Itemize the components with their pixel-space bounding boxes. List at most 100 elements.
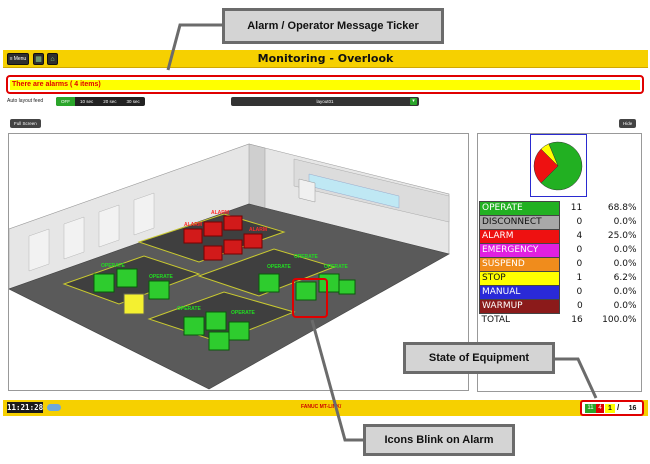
layout-select-value: layout01 bbox=[316, 99, 334, 104]
machine-label: OPERATE bbox=[149, 274, 173, 280]
pie-slice-stop bbox=[540, 143, 559, 167]
total-name: TOTAL bbox=[479, 313, 559, 327]
state-operate-count: 11 bbox=[585, 404, 596, 413]
status-count: 0 bbox=[576, 245, 583, 255]
machine-label: ALARM bbox=[249, 227, 267, 233]
feed-option-off[interactable]: OFF bbox=[56, 97, 75, 106]
home-icon: ⌂ bbox=[50, 55, 55, 63]
status-percent: 25.0% bbox=[607, 231, 637, 241]
state-total-count: 16 bbox=[626, 404, 639, 413]
auto-layout-feed-label: Auto layout feed bbox=[7, 98, 44, 104]
menu-icon: ≡ bbox=[9, 56, 13, 62]
menu-button-label: Menu bbox=[13, 56, 27, 62]
status-count: 0 bbox=[576, 259, 583, 269]
machine-label: OPERATE bbox=[267, 264, 291, 270]
machine-label: ALARM bbox=[211, 210, 229, 216]
machine-label: OPERATE bbox=[231, 310, 255, 316]
machine-label: OPERATE bbox=[324, 264, 348, 270]
brand-label: FANUC MT-LINK/ bbox=[301, 404, 342, 410]
state-alarm-count: 4 bbox=[596, 404, 604, 413]
state-callout-text: State of Equipment bbox=[428, 352, 530, 364]
connection-icon bbox=[47, 404, 61, 411]
status-percent: 0.0% bbox=[613, 287, 637, 297]
grid-icon: ▦ bbox=[35, 56, 42, 63]
feed-option-30[interactable]: 30 sec bbox=[126, 99, 140, 104]
alarm-machines bbox=[183, 215, 263, 261]
state-separator: / bbox=[617, 403, 620, 412]
wall-corner bbox=[248, 143, 266, 209]
status-percent: 0.0% bbox=[613, 301, 637, 311]
stop-machine bbox=[123, 293, 145, 315]
machine-label: ALARM bbox=[184, 222, 202, 228]
page-title: Monitoring - Overlook bbox=[257, 52, 394, 65]
status-row-stop: STOP 1 6.2% bbox=[479, 271, 639, 286]
home-button[interactable]: ⌂ bbox=[47, 53, 58, 65]
hide-button[interactable]: Hide bbox=[619, 119, 637, 128]
ticker-message: There are alarms ( 4 items) bbox=[10, 80, 640, 90]
zone-b bbox=[197, 248, 336, 297]
bottom-bar: 11:21:28 FANUC MT-LINK/ bbox=[3, 400, 648, 416]
machine-label: OPERATE bbox=[177, 306, 201, 312]
wall-panel bbox=[28, 228, 50, 272]
status-percent: 0.0% bbox=[613, 259, 637, 269]
status-name: SUSPEND bbox=[479, 257, 560, 272]
feed-option-10[interactable]: 10 sec bbox=[80, 99, 94, 104]
pie-slice-alarm bbox=[533, 148, 559, 184]
pie-svg bbox=[533, 141, 583, 191]
state-callout: State of Equipment bbox=[403, 342, 555, 374]
full-screen-button[interactable]: Full Screen bbox=[10, 119, 41, 128]
status-row-total: TOTAL 16 100.0% bbox=[479, 313, 639, 327]
blink-callout-text: Icons Blink on Alarm bbox=[384, 434, 494, 446]
feed-option-20[interactable]: 20 sec bbox=[103, 99, 117, 104]
wall-panel bbox=[98, 204, 120, 248]
pie-slice-operate bbox=[540, 141, 583, 191]
blink-highlight bbox=[292, 278, 328, 318]
zone-alarm bbox=[137, 213, 286, 263]
chevron-down-icon[interactable]: ▾ bbox=[410, 98, 417, 105]
machine-label: OPERATE bbox=[101, 263, 125, 269]
factory-floor-svg: OPERATE OPERATE OPERATE OPERATE OPERATE … bbox=[9, 143, 450, 390]
status-count: 4 bbox=[576, 231, 583, 241]
menu-button[interactable]: ≡ Menu bbox=[7, 53, 29, 65]
factory-floor-view: OPERATE OPERATE OPERATE OPERATE OPERATE … bbox=[8, 133, 469, 391]
status-count: 0 bbox=[576, 287, 583, 297]
status-percent: 6.2% bbox=[613, 273, 637, 283]
status-row-warmup: WARMUP 0 0.0% bbox=[479, 299, 639, 314]
layout-select[interactable]: layout01 ▾ bbox=[231, 97, 419, 106]
status-row-disconnect: DISCONNECT 0 0.0% bbox=[479, 215, 639, 230]
door bbox=[298, 178, 316, 203]
status-row-alarm: ALARM 4 25.0% bbox=[479, 229, 639, 244]
status-count: 0 bbox=[576, 217, 583, 227]
status-percent: 0.0% bbox=[613, 217, 637, 227]
wall-panel bbox=[133, 192, 155, 236]
status-name: ALARM bbox=[479, 229, 560, 244]
auto-layout-feed-options: OFF 10 sec 20 sec 30 sec bbox=[56, 97, 145, 106]
status-name: STOP bbox=[479, 271, 560, 286]
ticker-callout-text: Alarm / Operator Message Ticker bbox=[247, 20, 419, 32]
total-pct: 100.0% bbox=[602, 314, 637, 325]
status-name: DISCONNECT bbox=[479, 215, 560, 230]
clock: 11:21:28 bbox=[7, 402, 44, 413]
state-of-equipment-summary[interactable]: 11 4 1 / 16 bbox=[580, 400, 644, 416]
ticker-callout: Alarm / Operator Message Ticker bbox=[222, 8, 444, 44]
status-pie-chart bbox=[530, 134, 587, 197]
grid-button[interactable]: ▦ bbox=[33, 53, 44, 65]
status-name: MANUAL bbox=[479, 285, 560, 300]
status-row-emergency: EMERGENCY 0 0.0% bbox=[479, 243, 639, 258]
status-count: 0 bbox=[576, 301, 583, 311]
status-count: 1 bbox=[576, 273, 583, 283]
status-count: 11 bbox=[570, 203, 583, 213]
status-name: WARMUP bbox=[479, 299, 560, 314]
total-count: 16 bbox=[571, 314, 583, 325]
alarm-ticker: There are alarms ( 4 items) bbox=[6, 75, 644, 94]
status-percent: 0.0% bbox=[613, 245, 637, 255]
state-stop-count: 1 bbox=[605, 404, 615, 413]
status-name: EMERGENCY bbox=[479, 243, 560, 258]
top-bar: ≡ Menu ▦ ⌂ Monitoring - Overlook bbox=[3, 50, 648, 68]
status-percent: 68.8% bbox=[607, 203, 637, 213]
operate-machines bbox=[93, 268, 356, 351]
